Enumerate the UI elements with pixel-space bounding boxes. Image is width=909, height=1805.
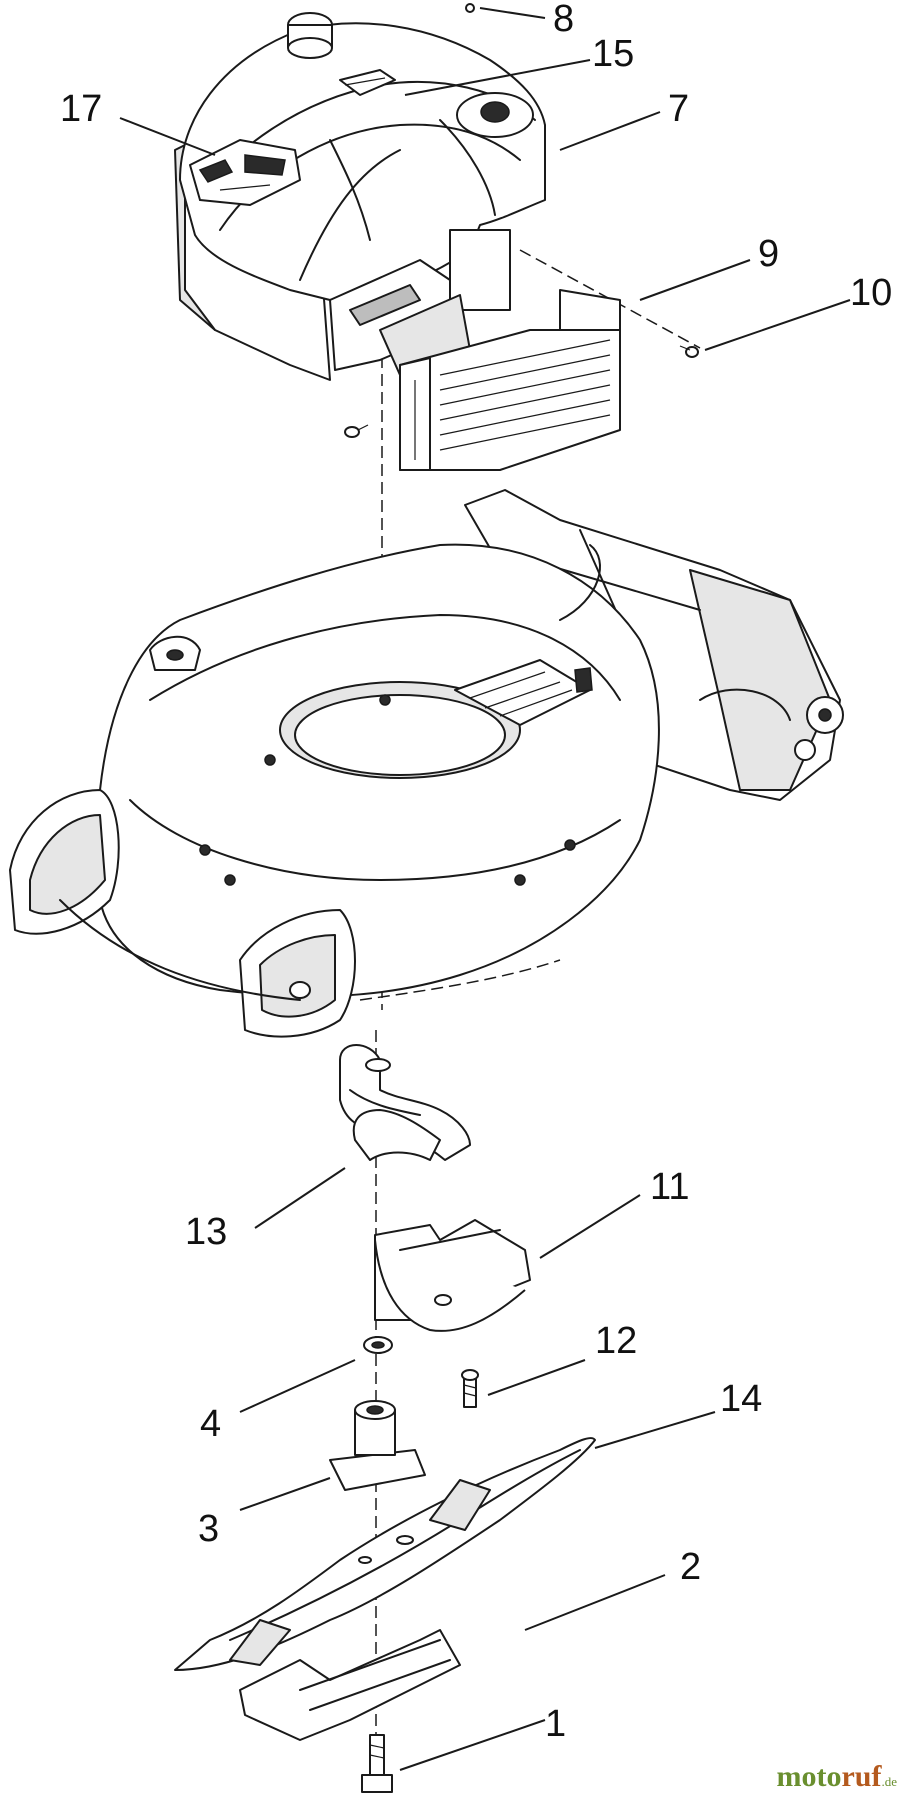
- callout-17: 17: [60, 88, 103, 130]
- engine: [174, 12, 546, 381]
- blade-adapter: [329, 1400, 426, 1491]
- bolt-12: [461, 1369, 479, 1408]
- filter-screw: [344, 424, 369, 438]
- callout-4: 4: [200, 1403, 222, 1445]
- filter-cover: [399, 289, 621, 471]
- leader-17: [119, 117, 216, 156]
- callout-14: 15: [592, 33, 635, 75]
- leader-1: [399, 1719, 546, 1771]
- callout-15: 14: [720, 1378, 763, 1420]
- leader-7: [559, 111, 661, 151]
- watermark-part-a: moto: [776, 1760, 842, 1793]
- callout-10: 10: [850, 272, 893, 314]
- leader-4: [239, 1359, 356, 1413]
- leader-8: [479, 7, 546, 19]
- leader-13: [254, 1167, 346, 1229]
- callout-3: 3: [198, 1508, 220, 1550]
- mulch-plate: [239, 1629, 461, 1741]
- callout-8: 8: [553, 0, 575, 40]
- callout-1: 1: [545, 1703, 567, 1745]
- leader-14: [404, 59, 591, 96]
- leader-11: [539, 1194, 641, 1259]
- leader-lines: [119, 7, 851, 1771]
- watermark-part-c: .de: [881, 1774, 897, 1789]
- screw-axis-10: [519, 249, 701, 349]
- leader-3: [239, 1477, 331, 1511]
- mower-deck: [9, 489, 844, 1038]
- callout-2: 2: [680, 1546, 702, 1588]
- screw-8: [465, 3, 475, 13]
- screw-10: [679, 345, 699, 358]
- callout-13: 13: [185, 1211, 228, 1253]
- blade: [174, 1437, 596, 1671]
- watermark-logo: motoruf.de: [776, 1760, 897, 1794]
- watermark-part-b: ruf: [841, 1760, 882, 1793]
- leader-9: [639, 259, 751, 301]
- callout-7: 7: [668, 88, 690, 130]
- baffle: [339, 1044, 471, 1161]
- bolt-1: [361, 1734, 393, 1793]
- callout-9: 9: [758, 233, 780, 275]
- leader-15: [594, 1411, 716, 1449]
- leader-10: [704, 299, 851, 351]
- blade-shield: [374, 1219, 531, 1332]
- callout-12: 12: [595, 1320, 638, 1362]
- leader-12: [487, 1359, 586, 1396]
- leader-2: [524, 1574, 666, 1631]
- washer-4: [363, 1336, 393, 1354]
- callout-11: 11: [650, 1166, 690, 1208]
